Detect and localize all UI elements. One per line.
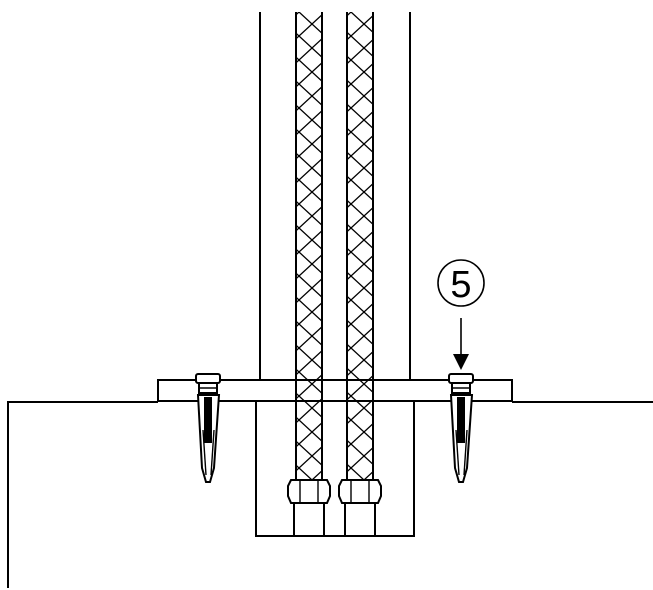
braided-hose-right	[346, 12, 374, 480]
callout-circle	[437, 259, 485, 307]
callout-5: 5	[437, 259, 485, 370]
callout-number: 5	[450, 264, 471, 306]
screw-anchor-left	[195, 373, 221, 483]
hex-nut-right	[338, 479, 382, 536]
hex-nut-left	[287, 479, 331, 536]
screw-anchor-right	[448, 373, 474, 483]
braided-hose-left	[295, 12, 323, 480]
countertop	[7, 401, 653, 588]
recess-box	[255, 402, 415, 537]
column	[259, 12, 411, 380]
